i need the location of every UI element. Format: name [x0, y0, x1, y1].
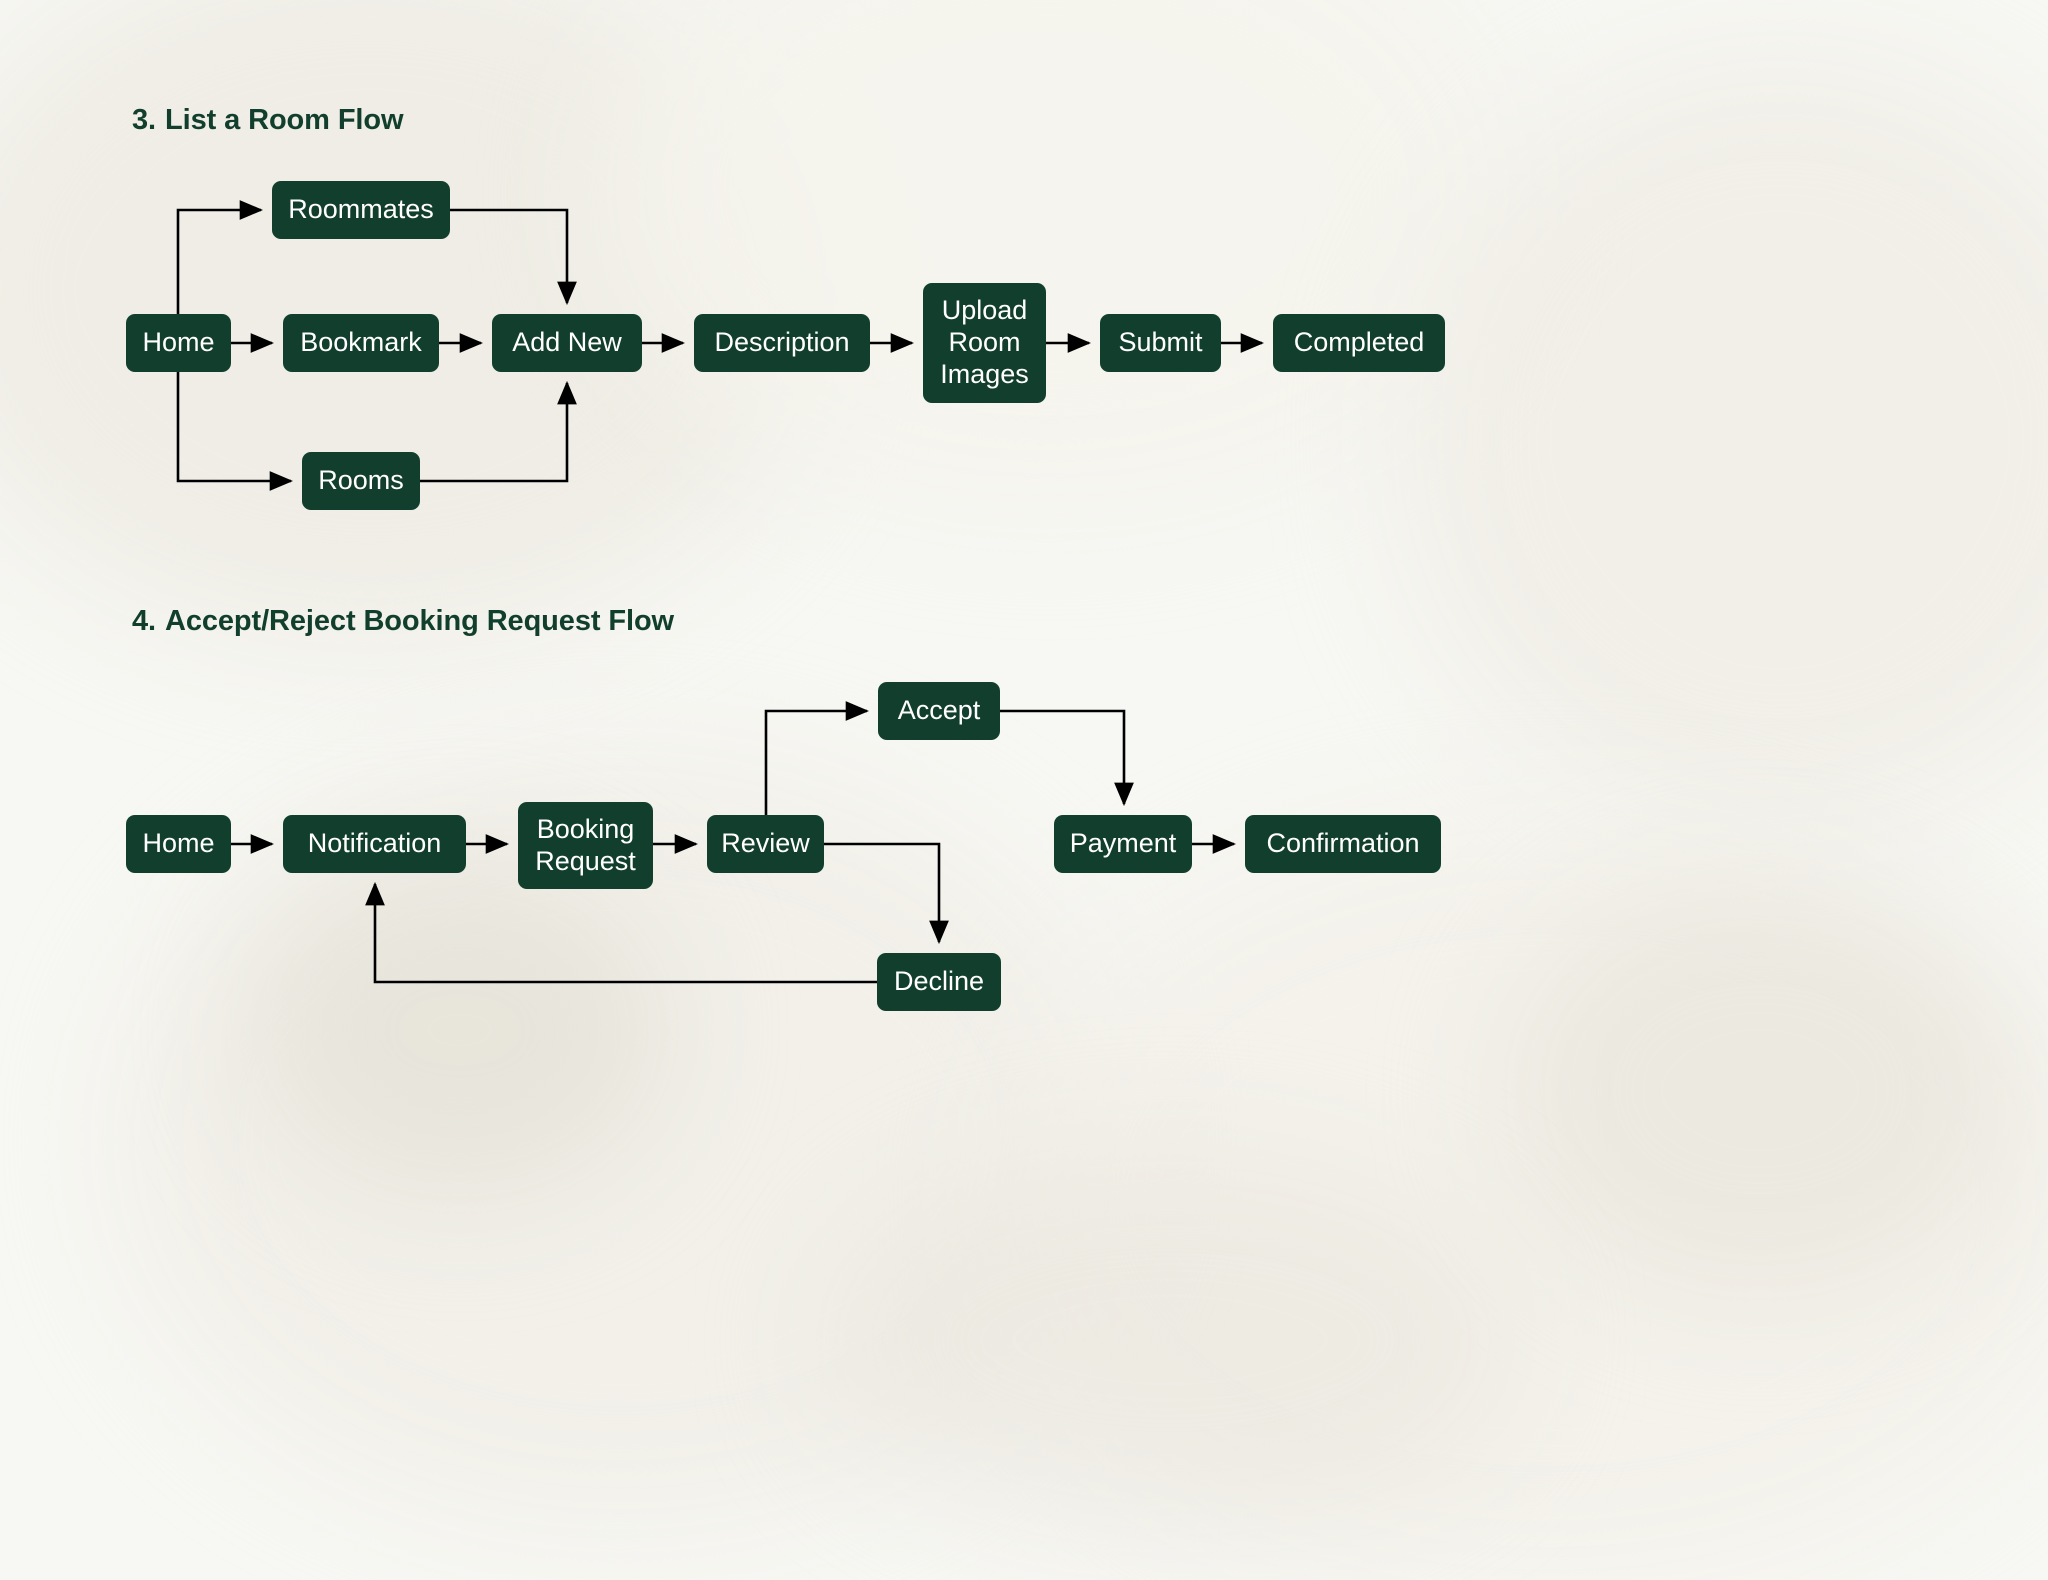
edge-review-accept: [764, 701, 870, 815]
flow-node-upload-room-images[interactable]: Upload Room Images: [923, 283, 1046, 403]
edge-accept-payment: [1000, 709, 1134, 807]
flow-node-description[interactable]: Description: [694, 314, 870, 372]
flow-node-booking-request[interactable]: Booking Request: [518, 802, 653, 889]
section-heading-list-a-room-flow: 3. List a Room Flow: [132, 104, 404, 137]
flow-node-roommates[interactable]: Roommates: [272, 181, 450, 239]
flow-node-completed[interactable]: Completed: [1273, 314, 1445, 372]
flow-node-home[interactable]: Home: [126, 314, 231, 372]
edge-home-rooms: [176, 372, 294, 491]
flow-node-add-new[interactable]: Add New: [492, 314, 642, 372]
flow-node-submit[interactable]: Submit: [1100, 314, 1221, 372]
flow-node-confirmation[interactable]: Confirmation: [1245, 815, 1441, 873]
flow-node-payment[interactable]: Payment: [1054, 815, 1192, 873]
flow-node-rooms[interactable]: Rooms: [302, 452, 420, 510]
section-title: Accept/Reject Booking Request Flow: [165, 605, 675, 637]
section-number: 3.: [132, 104, 156, 136]
section-heading-accept-reject-booking-request-flow: 4. Accept/Reject Booking Request Flow: [132, 605, 674, 638]
flow-node-decline[interactable]: Decline: [877, 953, 1001, 1011]
flow-node-bookmark[interactable]: Bookmark: [283, 314, 439, 372]
flow-node-notification[interactable]: Notification: [283, 815, 466, 873]
flow-node-home-2[interactable]: Home: [126, 815, 231, 873]
edge-roommates-addnew: [450, 208, 577, 306]
edge-rooms-addnew: [420, 380, 577, 483]
edge-review-decline: [824, 842, 949, 945]
flow-node-review[interactable]: Review: [707, 815, 824, 873]
section-number: 4.: [132, 605, 156, 637]
section-title: List a Room Flow: [165, 104, 404, 136]
edge-home-roommates: [176, 200, 264, 314]
edge-decline-notification: [365, 881, 877, 984]
flow-node-accept[interactable]: Accept: [878, 682, 1000, 740]
